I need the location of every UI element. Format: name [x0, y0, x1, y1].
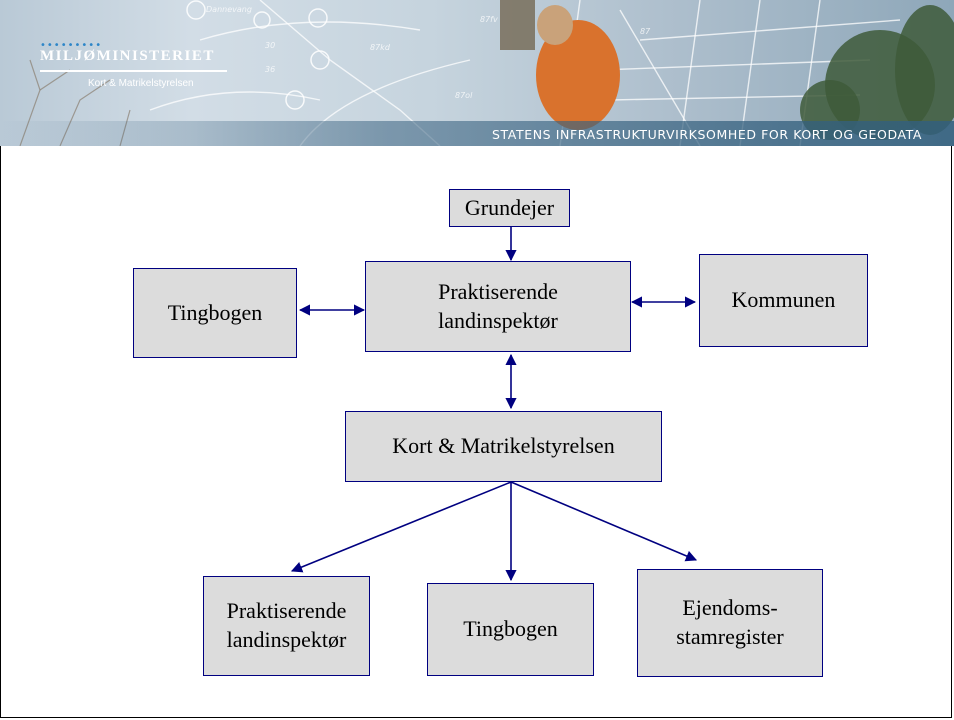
header-banner: Dannevang 30 87kd 87fv 87ol 36 87 ••••••… [0, 0, 954, 146]
svg-text:30: 30 [265, 41, 275, 50]
node-ejendoms-label-line1: Ejendoms- [682, 595, 778, 621]
logo-title: MILJØMINISTERIET [40, 48, 215, 64]
node-ejendoms-label-line2: stamregister [676, 624, 784, 649]
logo-subtitle: Kort & Matrikelstyrelsen [88, 78, 194, 89]
logo-divider [40, 70, 227, 72]
node-tingbogen-bottom-label: Tingbogen [463, 616, 558, 642]
tagline-bar [0, 121, 954, 146]
node-tingbogen-left: Tingbogen [133, 268, 297, 358]
node-ejendomsstamregister: Ejendoms- stamregister [637, 569, 823, 677]
node-kommunen-label: Kommunen [731, 287, 836, 313]
node-tingbogen-left-label: Tingbogen [167, 299, 263, 325]
node-tingbogen-bottom: Tingbogen [427, 583, 594, 676]
svg-text:87: 87 [640, 27, 651, 36]
svg-text:Dannevang: Dannevang [206, 5, 252, 14]
svg-text:87fv: 87fv [480, 15, 498, 24]
edge-kms-to-praktiserende-bottom [290, 481, 512, 573]
tagline: STATENS INFRASTRUKTURVIRKSOMHED FOR KORT… [492, 127, 923, 142]
node-kms-label: Kort & Matrikelstyrelsen [392, 433, 615, 459]
node-praktiserende-bottom-label: Praktiserende landinspektør [226, 598, 347, 652]
logo-dots: ••••••••• [40, 40, 103, 51]
node-kommunen: Kommunen [699, 254, 868, 347]
svg-text:36: 36 [265, 65, 275, 74]
node-grundejer: Grundejer [449, 189, 570, 227]
node-praktiserende-bottom: Praktiserende landinspektør [203, 576, 370, 676]
svg-text:87kd: 87kd [370, 43, 391, 52]
node-praktiserende-top-label: Praktiserende landinspektør [438, 278, 558, 333]
svg-text:87ol: 87ol [455, 91, 473, 100]
edge-kms-to-ejendoms [510, 481, 698, 562]
node-praktiserende-top: Praktiserende landinspektør [365, 261, 631, 352]
node-grundejer-label: Grundejer [464, 194, 555, 220]
node-kort-matrikelstyrelsen: Kort & Matrikelstyrelsen [345, 411, 662, 482]
